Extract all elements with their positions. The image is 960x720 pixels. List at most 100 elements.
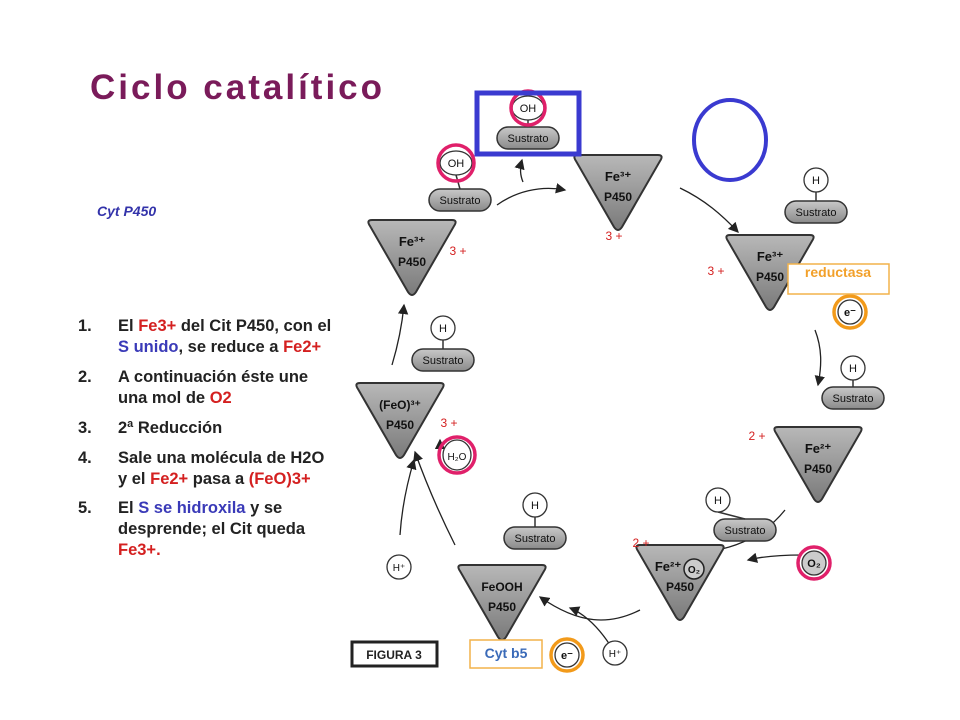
step-text: , se reduce a bbox=[178, 338, 284, 356]
electron-label: e⁻ bbox=[561, 650, 573, 662]
substrate-label: Sustrato bbox=[833, 393, 874, 405]
step-text: S unido bbox=[118, 338, 179, 356]
metal-label: Fe³⁺ bbox=[399, 234, 426, 249]
electron-circle bbox=[554, 642, 580, 668]
arrow bbox=[496, 183, 567, 206]
electron-circle bbox=[837, 299, 863, 325]
step-text: Fe2+ bbox=[283, 338, 322, 356]
step-text: (FeO)3+ bbox=[248, 470, 311, 488]
group-label: H bbox=[714, 495, 722, 507]
page-title: Ciclo catalítico bbox=[90, 68, 386, 107]
cycle-node: FeOOH P450 Sustrato H bbox=[457, 492, 567, 641]
step-text: pasa a bbox=[188, 470, 249, 488]
substrate-label: Sustrato bbox=[515, 533, 556, 545]
step-text: 2ª Reducción bbox=[118, 419, 223, 437]
electron-label: e⁻ bbox=[844, 307, 856, 319]
oxygen-highlight-circle bbox=[796, 545, 832, 581]
enzyme-label: P450 bbox=[604, 190, 632, 204]
arrow bbox=[514, 158, 525, 183]
step-text: El bbox=[118, 317, 139, 335]
metal-label: FeOOH bbox=[481, 580, 522, 594]
step-text: A continuación éste une una mol de bbox=[118, 368, 309, 407]
enzyme-label: P450 bbox=[488, 600, 516, 614]
group-circle bbox=[840, 355, 866, 381]
step-text: O2 bbox=[209, 389, 232, 407]
oxidation-state: 3 + bbox=[440, 416, 457, 430]
enzyme-label: P450 bbox=[666, 580, 694, 594]
water-label: H₂O bbox=[448, 452, 467, 463]
arrow bbox=[814, 329, 825, 387]
step-number: 5. bbox=[78, 499, 92, 517]
group-label: H bbox=[812, 175, 820, 187]
o2-bound-icon bbox=[683, 558, 705, 580]
electron-highlight-circle bbox=[832, 294, 868, 330]
figure-label: FIGURA 3 bbox=[366, 648, 422, 662]
oxidation-state: 2 + bbox=[748, 429, 765, 443]
group-label: H bbox=[439, 323, 447, 335]
arrow bbox=[391, 303, 409, 366]
substrate-label: Sustrato bbox=[423, 355, 464, 367]
group-circle bbox=[705, 487, 731, 513]
heme-triangle bbox=[725, 234, 815, 311]
group-label: H bbox=[531, 500, 539, 512]
proton-circle bbox=[602, 640, 628, 666]
substrate-highlight-circle bbox=[692, 98, 768, 182]
heme-triangle bbox=[367, 219, 457, 296]
cycle-node: Fe²⁺ P450 Sustrato H 2 + bbox=[748, 355, 885, 503]
step-text: y se desprende; el Cit queda bbox=[118, 499, 306, 538]
step-item: 1.El Fe3+ del Cit P450, con el S unido, … bbox=[78, 316, 336, 358]
oxidation-state: 3 + bbox=[605, 229, 622, 243]
step-item: 3. 2ª Reducción bbox=[78, 418, 336, 439]
arrow bbox=[679, 187, 739, 233]
group-circle bbox=[430, 315, 456, 341]
cyt-b5-label: Cyt b5 bbox=[485, 645, 528, 661]
step-number: 4. bbox=[78, 449, 92, 467]
arrow bbox=[399, 458, 417, 536]
substrate-label: Sustrato bbox=[725, 525, 766, 537]
cyt-b5-box bbox=[469, 639, 543, 669]
group-circle bbox=[439, 150, 473, 176]
enzyme-label: P450 bbox=[386, 418, 414, 432]
product-highlight-box bbox=[474, 90, 582, 157]
heme-triangle bbox=[773, 426, 863, 503]
arrow bbox=[568, 606, 611, 646]
group-label: H bbox=[849, 363, 857, 375]
step-item: 4.Sale una molécula de H2O y el Fe2+ pas… bbox=[78, 448, 336, 490]
o2-bound-label: O₂ bbox=[688, 565, 700, 576]
substrate-label: Sustrato bbox=[440, 195, 481, 207]
step-number: 1. bbox=[78, 317, 92, 335]
step-item: 2.A continuación éste une una mol de O2 bbox=[78, 367, 336, 409]
arrow bbox=[413, 450, 456, 546]
step-item: 5.El S se hidroxila y se desprende; el C… bbox=[78, 498, 336, 561]
water-circle bbox=[442, 439, 472, 471]
metal-label: Fe²⁺ bbox=[805, 441, 832, 456]
water-highlight-circle bbox=[437, 435, 477, 475]
group-circle bbox=[522, 492, 548, 518]
step-text: S se hidroxila bbox=[138, 499, 246, 517]
proton-circle bbox=[386, 554, 412, 580]
group-label: OH bbox=[520, 103, 537, 115]
enzyme-label: P450 bbox=[804, 462, 832, 476]
bond-line bbox=[717, 511, 746, 520]
reductasa-label: reductasa bbox=[805, 264, 871, 280]
group-label: OH bbox=[448, 158, 465, 170]
arrow bbox=[746, 552, 803, 563]
oxygen-circle bbox=[801, 550, 827, 576]
oxidation-state: 3 + bbox=[707, 264, 724, 278]
proton-label: H⁺ bbox=[609, 649, 622, 660]
step-number: 3. bbox=[78, 419, 92, 437]
electron-highlight-circle bbox=[549, 637, 585, 673]
step-text: Fe3+ bbox=[138, 317, 177, 335]
figure-label-box bbox=[350, 640, 439, 668]
metal-label: Fe³⁺ bbox=[757, 249, 784, 264]
heme-triangle bbox=[573, 154, 663, 231]
enzyme-label: P450 bbox=[398, 255, 426, 269]
cyt-p450-label: Cyt P450 bbox=[97, 203, 157, 219]
steps-list: 1.El Fe3+ del Cit P450, con el S unido, … bbox=[78, 316, 336, 561]
